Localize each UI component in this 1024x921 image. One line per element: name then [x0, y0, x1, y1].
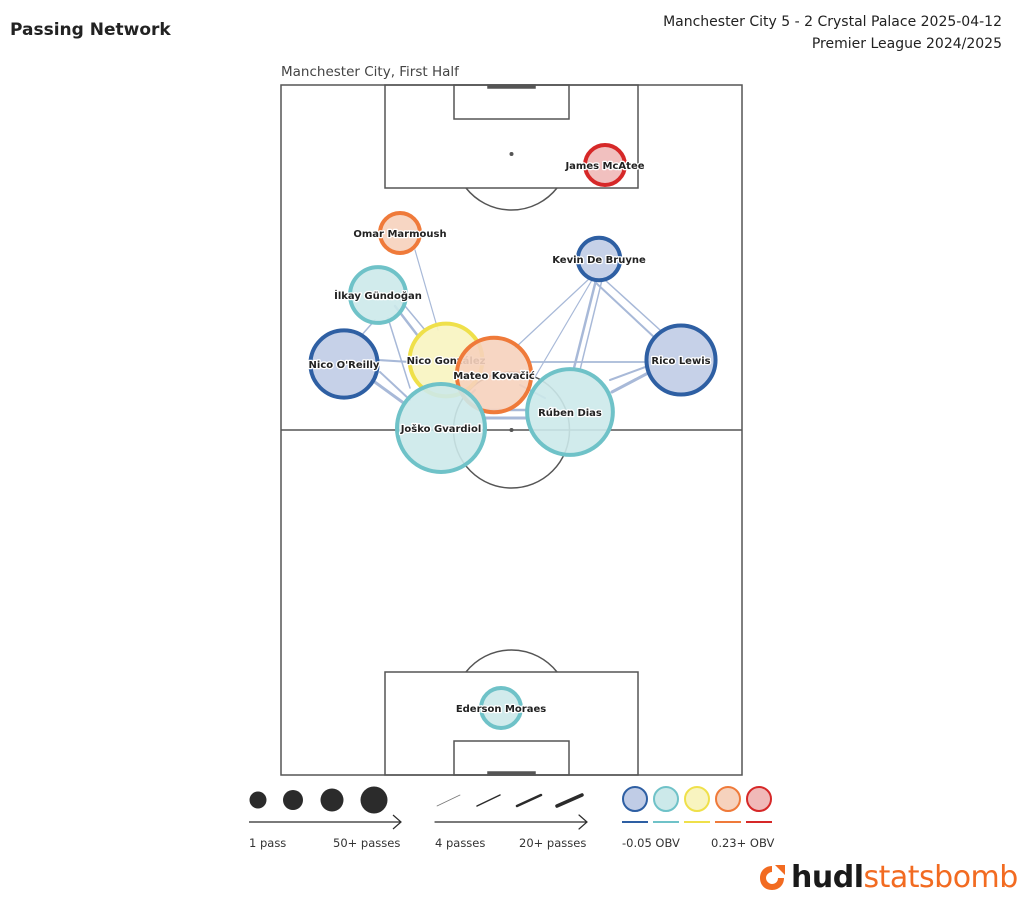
legend-edge-sample: [555, 793, 584, 808]
legend-obv-colors: [622, 786, 772, 823]
player-node-ruben-dias: Rúben Dias: [525, 367, 615, 457]
pass-edge: [610, 370, 652, 394]
legend: 1 pass 50+ passes 4 passes 20+ passes -0…: [249, 786, 774, 850]
pass-edge: [594, 281, 656, 339]
player-node-circle: [479, 686, 523, 730]
team-period-label: Manchester City, First Half: [281, 64, 459, 80]
player-node-josko-gvardiol: Joško Gvardiol: [395, 382, 487, 474]
logo-text-statsbomb: statsbomb: [863, 860, 1018, 895]
player-node-circle: [575, 235, 623, 283]
player-node-mateo-kovacic: Mateo Kovačić: [452, 335, 536, 415]
player-node-omar-marmoush: Omar Marmoush: [352, 211, 448, 255]
legend-edge-arrowhead: [578, 814, 588, 830]
player-node-ilkay-gundogan: İlkay Gündoğan: [333, 265, 423, 325]
pass-edge: [370, 378, 407, 406]
player-node-circle: [348, 265, 408, 325]
legend-size-arrowhead: [392, 814, 402, 830]
pitch: [280, 84, 743, 776]
legend-edge-width: [434, 793, 588, 830]
player-node-circle: [583, 143, 627, 187]
legend-obv-swatch: [653, 786, 679, 812]
legend-edge-sample: [515, 793, 543, 808]
player-name-label: Omar Marmoush: [353, 229, 446, 240]
legend-size-max-label: 50+ passes: [333, 836, 400, 850]
player-name-label: Nico O'Reilly: [309, 360, 380, 371]
statsbomb-logo-icon: [760, 864, 785, 890]
player-name-label: İlkay Gündoğan: [334, 288, 422, 302]
player-name-label: Ederson Moraes: [456, 704, 546, 715]
legend-obv-swatch: [622, 786, 648, 812]
player-node-kevin-de-bruyne: Kevin De Bruyne: [551, 235, 647, 283]
bottom-six-yard-box: [453, 740, 570, 776]
pass-edge: [379, 371, 411, 401]
player-name-label: Joško Gvardiol: [400, 423, 482, 435]
legend-size-dot: [360, 786, 388, 814]
top-penalty-arc: [465, 187, 558, 211]
match-info: Manchester City 5 - 2 Crystal Palace 202…: [663, 11, 1002, 55]
legend-size-dot: [249, 791, 267, 809]
legend-edge-sample: [436, 794, 461, 807]
player-node-circle: [644, 323, 718, 397]
page-title: Passing Network: [10, 20, 171, 40]
pass-edge: [609, 365, 649, 381]
pass-edge: [572, 278, 598, 370]
pass-edge: [377, 359, 411, 363]
match-line-1: Manchester City 5 - 2 Crystal Palace 202…: [663, 14, 1002, 30]
center-spot: [509, 428, 514, 432]
player-name-label: Mateo Kovačić: [453, 370, 535, 382]
pass-edge: [514, 277, 591, 349]
bottom-penalty-arc: [465, 649, 558, 673]
top-six-yard-box: [453, 84, 570, 120]
legend-obv-swatch: [684, 786, 710, 812]
legend-edge-sample: [476, 794, 501, 807]
player-node-circle: [395, 382, 487, 474]
top-penalty-spot: [509, 152, 514, 156]
player-name-label: Kevin De Bruyne: [552, 255, 646, 266]
pass-edge: [579, 279, 603, 371]
legend-size-dot: [283, 790, 303, 810]
legend-obv-max-label: 0.23+ OBV: [711, 836, 774, 850]
pass-edge: [414, 249, 439, 331]
player-name-label: Rico Lewis: [651, 356, 710, 367]
logo-text-hudl: hudl: [791, 860, 864, 895]
legend-obv-swatch: [715, 786, 741, 812]
player-node-circle: [525, 367, 615, 457]
legend-size-dot: [320, 788, 344, 812]
player-node-james-mcatee: James McAtee: [563, 143, 646, 187]
player-node-ederson-moraes: Ederson Moraes: [455, 686, 547, 730]
player-node-circle: [378, 211, 422, 255]
player-node-rico-lewis: Rico Lewis: [644, 323, 718, 397]
player-node-circle: [454, 335, 534, 415]
legend-node-size: [249, 786, 402, 830]
match-line-2: Premier League 2024/2025: [811, 36, 1002, 52]
legend-edge-max-label: 20+ passes: [519, 836, 586, 850]
bottom-goal: [487, 771, 536, 776]
pass-edge: [534, 279, 593, 378]
player-name-label: Rúben Dias: [538, 407, 602, 419]
pass-edge: [604, 279, 661, 331]
legend-obv-min-label: -0.05 OBV: [622, 836, 680, 850]
player-node-nico-o-reilly: Nico O'Reilly: [307, 328, 381, 400]
player-node-circle: [308, 328, 380, 400]
top-goal: [487, 84, 536, 89]
legend-edge-min-label: 4 passes: [435, 836, 485, 850]
pass-edge: [387, 317, 411, 389]
legend-size-min-label: 1 pass: [249, 836, 286, 850]
player-name-label: James McAtee: [564, 161, 644, 172]
legend-obv-swatch: [746, 786, 772, 812]
